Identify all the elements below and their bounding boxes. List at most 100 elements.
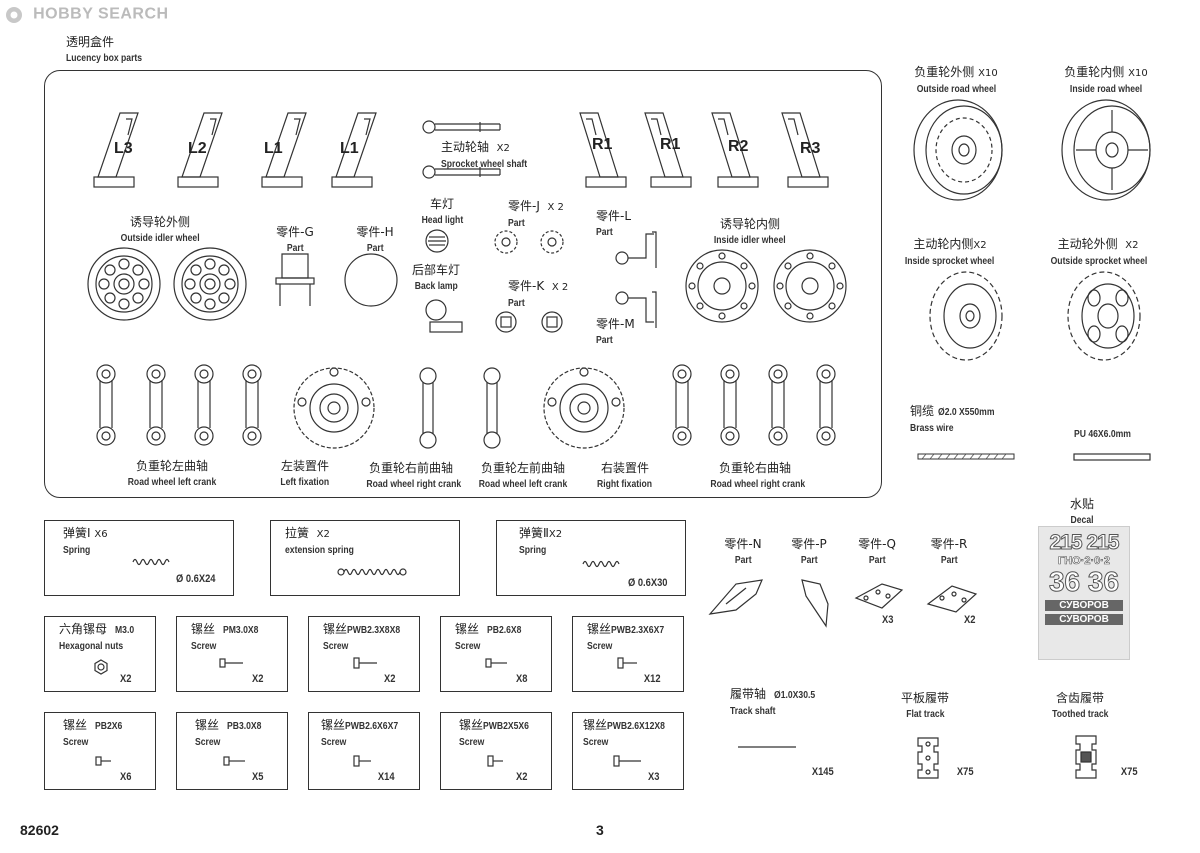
part-j-cn: 零件-J (508, 199, 540, 213)
crank-rr-cn: 负重轮右曲轴 (718, 461, 791, 475)
decal-line-2: ГНО·2·0·2 (1057, 555, 1111, 568)
screw-icon (617, 657, 637, 669)
watermark-text: HOBBY SEARCH (33, 5, 169, 23)
fender-label-l1b: L1 (340, 140, 359, 157)
screw-icon (613, 755, 641, 767)
pu-label: PU 46X6.0mm (1074, 422, 1143, 441)
back-lamp-cn: 后部车灯 (411, 263, 460, 277)
lucency-en: Lucency box parts (66, 52, 143, 64)
crank-lf-en: Road wheel left crank (478, 478, 568, 490)
screw-icon (219, 658, 243, 668)
ext-spring-icon (337, 568, 407, 576)
ext-spring-qty: X2 (316, 529, 330, 540)
part-j-drawing (494, 230, 564, 254)
spring1-cn: 弹簧Ⅰ (63, 526, 91, 540)
crank-ll-cn: 负重轮左曲轴 (135, 459, 208, 473)
screw-icon (353, 657, 377, 669)
part-l-label: 零件-L Part (596, 210, 631, 239)
outside-road-cn: 负重轮外侧 (914, 65, 975, 79)
pu-en: PU 46X6.0mm (1074, 428, 1131, 440)
fender-label-r2: R2 (728, 138, 749, 155)
fender-drawings (93, 112, 829, 188)
hobby-logo-icon (6, 6, 22, 23)
inside-idler-wheels (685, 249, 847, 323)
crank-rr-en: Road wheel right crank (710, 478, 806, 490)
part-j-en: Part (508, 217, 525, 229)
inside-road-cn: 负重轮内侧 (1064, 65, 1125, 79)
outside-sprocket-en: Outside sprocket wheel (1050, 255, 1148, 267)
crank-lf-cn: 负重轮左前曲轴 (480, 461, 565, 475)
crank-ll-en: Road wheel left crank (127, 476, 217, 488)
part-m-drawing (615, 291, 657, 328)
flat-track-label: 平板履带 Flat track (900, 691, 949, 721)
spring1-qty: X6 (94, 529, 108, 540)
product-code: 82602 (20, 822, 59, 838)
part-r-qty: X2 (964, 614, 976, 626)
crank-drawings (96, 364, 836, 449)
crank-lf-label: 负重轮左前曲轴 Road wheel left crank (468, 462, 578, 491)
part-h-label: 零件-H Part (350, 226, 400, 255)
head-light-cn: 车灯 (429, 197, 454, 211)
hex-nut-icon (94, 659, 108, 675)
sprocket-shaft-drawing (422, 120, 501, 179)
part-j-qty: X 2 (547, 202, 564, 213)
lucency-cn: 透明盒件 (66, 35, 115, 49)
part-k-cn: 零件-K (508, 279, 545, 293)
lucency-label: 透明盒件 Lucency box parts (66, 36, 159, 65)
fender-label-l3: L3 (114, 140, 133, 157)
inside-sprocket-label: 主动轮内侧X2 Inside sprocket wheel (892, 238, 1008, 268)
right-fix-cn: 右装置件 (600, 461, 649, 475)
inside-idler-en: Inside idler wheel (714, 234, 786, 246)
part-m-en: Part (596, 334, 613, 346)
track-shaft-qty: X145 (811, 766, 834, 778)
screw-icon (487, 755, 503, 767)
brass-cn: 铜缆 (910, 404, 935, 418)
pu-drawing (1073, 453, 1151, 461)
fender-label-l1a: L1 (264, 140, 283, 157)
spring2-en: Spring (519, 544, 547, 556)
part-l-cn: 零件-L (596, 209, 632, 223)
spring1-spec: Ø 0.6X24 (175, 573, 215, 585)
part-k-drawing (495, 311, 563, 333)
part-k-qty: X 2 (551, 282, 569, 293)
inside-road-qty: X10 (1128, 68, 1148, 79)
part-h-drawing (344, 253, 398, 307)
outside-road-wheel-drawing (913, 99, 1003, 201)
head-light-label: 车灯 Head light (412, 198, 472, 227)
spring1-icon (132, 558, 170, 566)
watermark-logo: HOBBY SEARCH (4, 4, 169, 25)
decal-line-3: 36 36 (1048, 566, 1120, 597)
outside-idler-label: 诱导轮外侧 Outside idler wheel (100, 216, 220, 245)
parts-npqr-drawing (708, 579, 978, 628)
outside-road-qty: X10 (978, 68, 998, 79)
crank-rf-cn: 负重轮右前曲轴 (368, 461, 453, 475)
ext-spring-box: 拉簧 X2 extension spring (270, 520, 460, 596)
toothed-track-drawing (1075, 735, 1097, 779)
spring1-box: 弹簧Ⅰ X6 Spring Ø 0.6X24 (44, 520, 234, 596)
screw-icon (223, 756, 245, 766)
inside-road-wheel-drawing (1061, 99, 1151, 201)
flat-track-qty: X75 (956, 766, 974, 778)
spring1-en: Spring (63, 544, 91, 556)
part-g-drawing (275, 253, 315, 306)
inside-sprocket-en: Inside sprocket wheel (905, 255, 995, 267)
screw-icon (353, 755, 371, 767)
left-fix-label: 左装置件 Left fixation (270, 460, 340, 489)
crank-ll-label: 负重轮左曲轴 Road wheel left crank (112, 460, 232, 489)
right-fix-label: 右装置件 Right fixation (590, 462, 660, 491)
decal-line-5: СУВОРОВ (1045, 614, 1123, 625)
inside-road-en: Inside road wheel (1069, 83, 1143, 95)
back-lamp-en: Back lamp (414, 280, 458, 292)
left-fix-cn: 左装置件 (280, 459, 329, 473)
outside-sprocket-drawing (1067, 271, 1141, 361)
screw-icon (95, 756, 111, 766)
outside-sprocket-cn: 主动轮外侧 (1057, 237, 1118, 251)
